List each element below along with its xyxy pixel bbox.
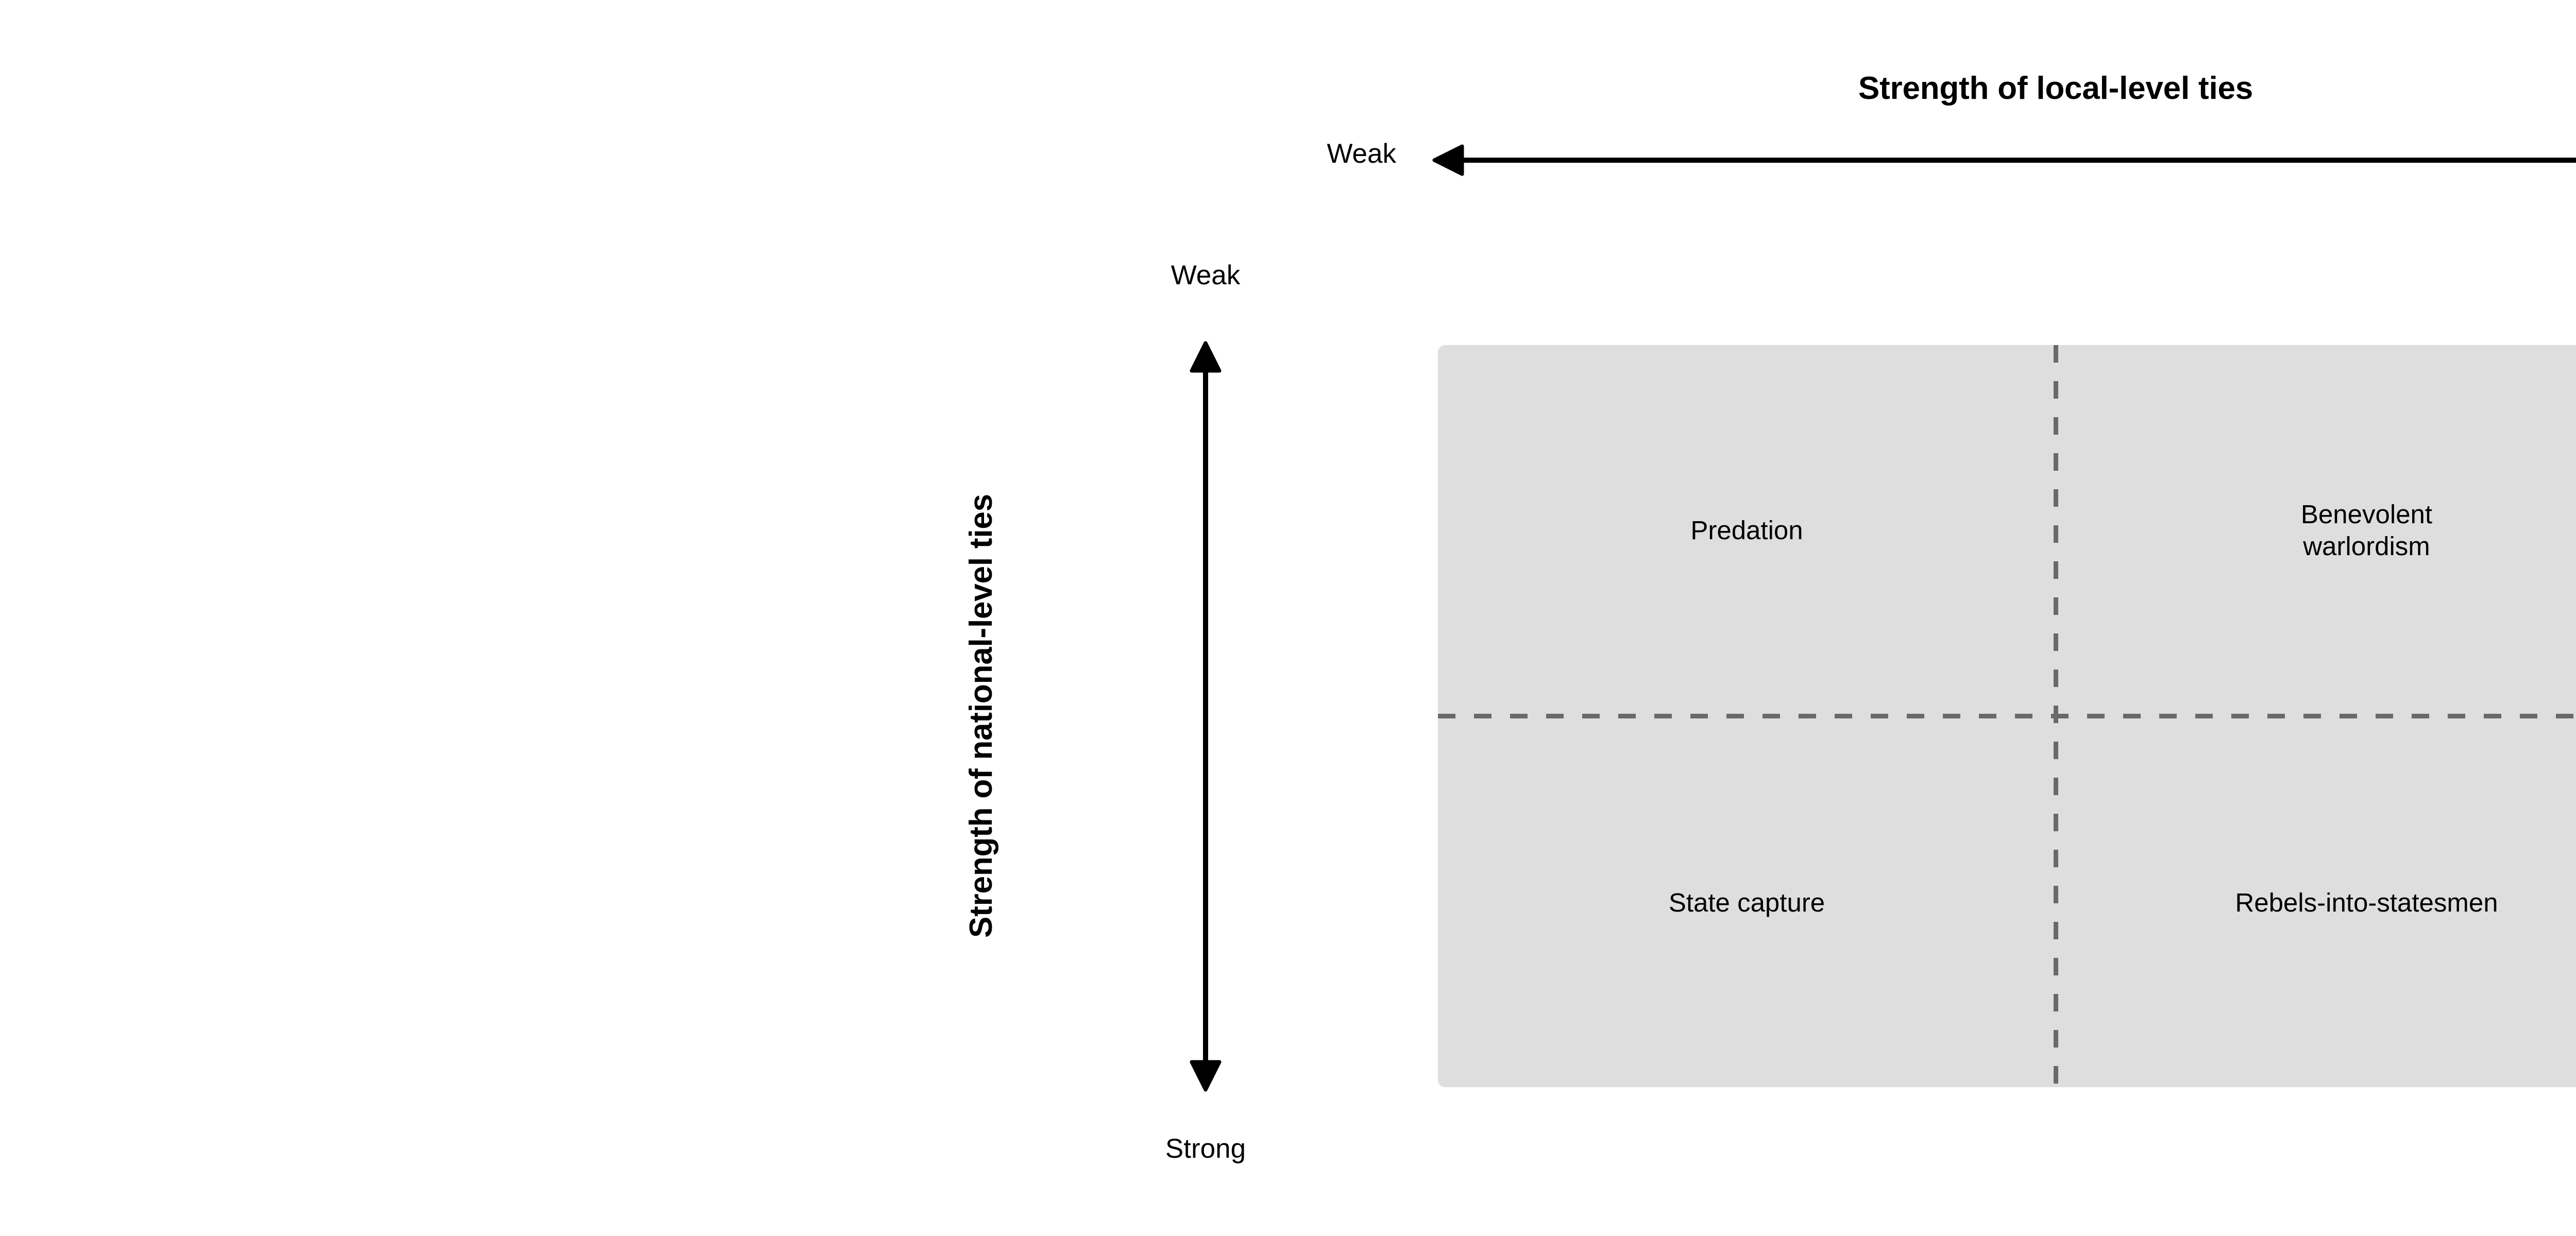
quadrant-matrix: Predation Benevolent warlordism State ca…	[1438, 345, 2576, 1087]
y-axis-weak-label: Weak	[1171, 260, 1241, 290]
quadrant-bottom-left: State capture	[1668, 887, 1825, 917]
quadrant-bottom-right: Rebels-into-statesmen	[2235, 887, 2498, 917]
horizontal-dashed-divider	[1438, 714, 2576, 718]
x-axis-title-text: Strength of local-level ties	[1858, 71, 2253, 106]
y-axis-title: Strength of national-level ties	[963, 494, 999, 938]
x-axis-title: Strength of local-level ties	[0, 71, 2576, 106]
quadrant-top-left: Predation	[1690, 515, 1803, 545]
horizontal-double-arrow-icon	[1432, 142, 2576, 179]
x-axis-weak-label: Weak	[1327, 139, 1396, 169]
y-axis-strong-label: Strong	[1165, 1134, 1246, 1164]
vertical-double-arrow-icon	[1187, 341, 1224, 1092]
quadrant-top-right: Benevolent warlordism	[2300, 499, 2433, 561]
